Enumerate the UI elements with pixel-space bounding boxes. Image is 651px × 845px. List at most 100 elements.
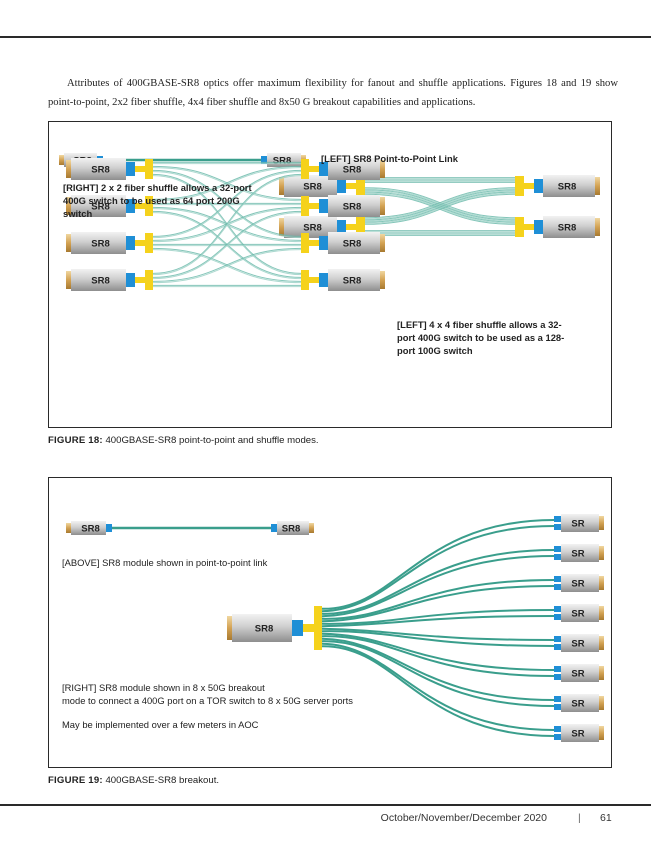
p2p-link-label: [LEFT] SR8 Point-to-Point Link xyxy=(321,153,458,164)
module-body xyxy=(71,269,126,291)
yellow-connector xyxy=(301,233,309,253)
blue-connector xyxy=(319,273,328,287)
breakout-fiber xyxy=(321,632,555,671)
figure-18-caption-label: FIGURE 18: xyxy=(48,435,103,446)
module-gold-cap xyxy=(599,696,604,710)
module-gold-cap xyxy=(599,546,604,560)
shuffle4x4-fiber-bundle xyxy=(152,165,302,202)
fiber-strand xyxy=(152,171,302,239)
p2p-module-left: SR8 xyxy=(66,521,106,535)
yellow-connector xyxy=(309,203,319,209)
breakout-target-module: SR xyxy=(561,724,604,742)
module-body xyxy=(543,175,595,197)
footer-separator: | xyxy=(578,812,581,824)
blue-connector xyxy=(554,674,561,680)
breakout-target-module: SR xyxy=(561,514,604,532)
blue-connector xyxy=(126,162,135,176)
module-gold-cap xyxy=(380,234,385,252)
module-label: SR8 xyxy=(282,524,300,535)
p2p-blue-connector-left xyxy=(106,524,112,532)
figure-19-caption-label: FIGURE 19: xyxy=(48,775,103,786)
blue-connector xyxy=(337,220,346,234)
module-label: SR8 xyxy=(91,202,109,213)
module-label: SR8 xyxy=(558,223,576,234)
figure-18-caption-text: 400GBASE-SR8 point-to-point and shuffle … xyxy=(102,435,319,446)
breakout-blue-connector xyxy=(292,620,303,636)
module-label: SR xyxy=(571,579,584,590)
blue-connector xyxy=(554,726,561,732)
module-gold-cap xyxy=(380,160,385,178)
module-body xyxy=(561,514,599,532)
fiber-strand xyxy=(364,193,516,225)
module-label: SR xyxy=(571,639,584,650)
blue-connector xyxy=(534,220,543,234)
breakout-fiber xyxy=(321,609,555,625)
breakout-note-line2: mode to connect a 400G port on a TOR swi… xyxy=(62,695,353,706)
p2p-module-right: SR8 xyxy=(267,153,306,167)
module-label: SR xyxy=(571,669,584,680)
shuffle4x4-fiber-bundle xyxy=(152,247,302,284)
blue-connector xyxy=(554,524,561,530)
breakout-target-module: SR xyxy=(561,604,604,622)
breakout-target-module: SR xyxy=(561,634,604,652)
module-label: SR xyxy=(571,549,584,560)
module-label: SR xyxy=(571,729,584,740)
module-label: SR8 xyxy=(273,156,291,167)
module-body xyxy=(543,216,595,238)
shuffle2x2-straight-bundle-top xyxy=(365,177,515,183)
shuffle4x4-fiber-bundle xyxy=(152,210,302,280)
module-body xyxy=(284,216,337,238)
module-body xyxy=(561,664,599,682)
shuffle2x2-right-module: SR8 xyxy=(543,216,600,238)
shuffle2x2-left-module: SR8 xyxy=(279,216,337,238)
top-rule xyxy=(0,36,651,38)
blue-connector xyxy=(554,636,561,642)
module-label: SR8 xyxy=(558,182,576,193)
module-label: SR8 xyxy=(343,276,361,287)
module-gold-cap xyxy=(279,177,284,195)
blue-connector xyxy=(319,199,328,213)
figure-18-diagram: SR8SR8SR8SR8SR8SR8SR8SR8SR8SR8SR8SR8SR8S… xyxy=(59,153,600,291)
module-body xyxy=(284,175,337,197)
module-gold-cap xyxy=(595,218,600,236)
shuffle2x2-straight-bundle-bottom xyxy=(364,230,515,236)
figure-18-caption: FIGURE 18: 400GBASE-SR8 point-to-point a… xyxy=(48,435,319,446)
blue-connector xyxy=(554,554,561,560)
module-body xyxy=(71,232,126,254)
module-label: SR8 xyxy=(91,165,109,176)
shuffle4x4-right-module: SR8 xyxy=(328,269,385,291)
shuffle2x2-cross-bundle-b xyxy=(364,187,516,225)
module-label: SR8 xyxy=(91,239,109,250)
shuffle-4x4-note: [LEFT] 4 x 4 fiber shuffle allows a 32-p… xyxy=(397,319,565,356)
yellow-connector xyxy=(135,240,145,246)
yellow-connector xyxy=(346,224,356,230)
bottom-rule xyxy=(0,804,651,806)
yellow-connector xyxy=(301,196,309,216)
breakout-fiber xyxy=(321,630,555,647)
module-body xyxy=(71,521,106,535)
module-body xyxy=(561,724,599,742)
module-body xyxy=(328,269,380,291)
blue-connector xyxy=(319,236,328,250)
module-body xyxy=(561,694,599,712)
shuffle2x2-right-module: SR8 xyxy=(543,175,600,197)
yellow-connector xyxy=(145,196,153,216)
shuffle4x4-left-module: SR8 xyxy=(66,269,126,291)
yellow-connector xyxy=(135,166,145,172)
breakout-target-module: SR xyxy=(561,574,604,592)
yellow-connector xyxy=(145,270,153,290)
module-body xyxy=(71,195,126,217)
fiber-strand xyxy=(152,165,302,200)
blue-connector xyxy=(554,666,561,672)
module-gold-cap xyxy=(599,726,604,740)
blue-connector xyxy=(554,576,561,582)
breakout-fiber xyxy=(321,525,555,613)
breakout-target-module: SR xyxy=(561,694,604,712)
blue-connector xyxy=(126,199,135,213)
module-body xyxy=(71,158,126,180)
shuffle-2x2-note: [RIGHT] 2 x 2 fiber shuffle allows a 32-… xyxy=(63,182,252,219)
fiber-strand xyxy=(152,210,302,278)
yellow-connector xyxy=(356,176,365,196)
